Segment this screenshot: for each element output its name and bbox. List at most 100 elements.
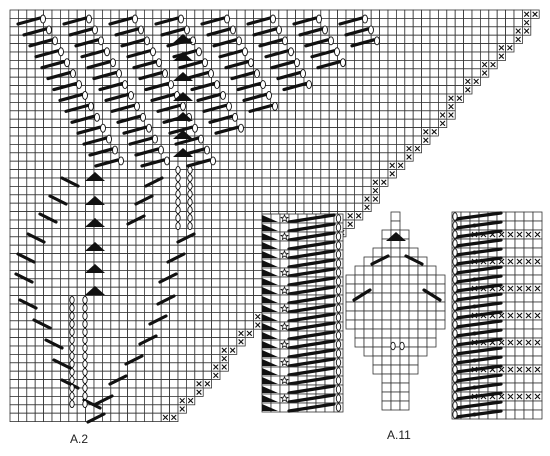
grid-cell: [387, 26, 397, 36]
diagonal-decrease-icon: [287, 285, 336, 296]
grid-cell: [211, 219, 221, 229]
grid-cell: [379, 110, 389, 120]
x-cross-icon: [414, 145, 421, 152]
grid-cell: [429, 9, 439, 19]
grid-cell: [227, 286, 238, 297]
grid-cell: [9, 152, 19, 162]
grid-cell: [244, 278, 254, 288]
grid-cell: [26, 412, 36, 423]
grid-cell: [43, 185, 53, 196]
grid-cell: [437, 9, 448, 19]
x-cross-icon: [480, 231, 487, 238]
grid-cell: [236, 135, 246, 145]
x-cross-icon: [534, 393, 541, 400]
grid-cell: [17, 169, 28, 179]
grid-cell: [143, 379, 154, 389]
diagonal-decrease-icon: [454, 238, 503, 248]
yarn-over-oval-icon: [187, 165, 193, 175]
x-cross-icon: [525, 393, 532, 400]
grid-cell: [244, 127, 254, 137]
grid-cell: [26, 362, 36, 372]
x-cross-icon: [406, 145, 412, 152]
grid-cell: [463, 43, 473, 53]
grid-cell: [421, 102, 431, 112]
grid-cell: [532, 382, 543, 393]
x-cross-icon: [490, 61, 496, 68]
grid-cell: [337, 194, 347, 204]
grid-cell: [169, 286, 179, 297]
grid-cell: [253, 278, 263, 288]
grid-cell: [9, 286, 19, 297]
grid-cell: [269, 135, 280, 145]
triangle-decrease-icon: [85, 172, 105, 181]
grid-cell: [395, 60, 406, 70]
diagonal-decrease-icon: [287, 330, 336, 341]
diagonal-decrease-icon: [282, 81, 308, 92]
grid-cell: [185, 328, 196, 339]
grid-cell: [185, 337, 196, 347]
grid-cell: [17, 412, 28, 423]
grid-cell: [118, 185, 128, 196]
grid-cell: [328, 68, 339, 78]
grid-cell: [202, 211, 212, 221]
grid-cell: [253, 303, 263, 313]
grid-cell: [51, 102, 61, 112]
yarn-over-oval-icon: [140, 112, 146, 122]
x-cross-icon: [246, 330, 253, 337]
grid-cell: [227, 244, 238, 254]
grid-cell: [127, 169, 137, 179]
x-cross-icon: [171, 414, 177, 421]
grid-cell: [143, 286, 154, 297]
grid-cell: [185, 269, 196, 280]
yarn-over-oval-icon: [214, 80, 220, 89]
grid-cell: [337, 135, 347, 145]
yarn-over-oval-icon: [98, 36, 104, 46]
diagonal-decrease-icon: [144, 81, 170, 92]
grid-cell: [160, 110, 170, 120]
grid-cell: [395, 93, 406, 103]
x-cross-icon: [480, 258, 487, 265]
x-cross-icon: [498, 53, 505, 59]
grid-cell: [118, 169, 128, 179]
grid-cell: [362, 127, 372, 137]
diagonal-decrease-icon: [218, 49, 244, 59]
grid-cell: [135, 43, 145, 53]
grid-cell: [286, 9, 297, 19]
grid-cell: [143, 202, 154, 212]
grid-cell: [523, 373, 534, 384]
diagonal-decrease-icon: [454, 220, 503, 230]
grid-cell: [26, 76, 36, 86]
grid-cell: [227, 269, 238, 280]
grid-cell: [505, 355, 516, 366]
grid-cell: [362, 102, 372, 112]
yarn-over-oval-icon: [202, 58, 208, 68]
grid-cell: [127, 370, 137, 381]
yarn-over-oval-icon: [88, 101, 94, 111]
grid-cell: [532, 328, 543, 339]
grid-cell: [244, 295, 254, 305]
grid-cell: [532, 355, 543, 366]
grid-cell: [185, 320, 196, 330]
diagonal-decrease-icon: [422, 288, 442, 302]
diagonal-decrease-icon: [40, 60, 66, 70]
grid-cell: [60, 160, 70, 170]
grid-cell: [390, 256, 401, 267]
grid-cell: [227, 311, 238, 322]
dot-icon: [472, 250, 477, 255]
x-cross-icon: [372, 196, 379, 202]
grid-cell: [253, 110, 263, 120]
grid-cell: [143, 395, 154, 406]
yarn-over-oval-icon: [82, 383, 88, 393]
diagonal-decrease-icon: [292, 16, 318, 26]
grid-cell: [523, 238, 534, 249]
grid-cell: [143, 17, 154, 28]
grid-cell: [127, 253, 137, 263]
yarn-over-oval-icon: [92, 25, 98, 35]
grid-cell: [379, 34, 389, 45]
grid-cell: [362, 135, 372, 145]
grid-cell: [152, 303, 162, 313]
grid-cell: [286, 143, 297, 154]
yarn-over-oval-icon: [452, 221, 458, 230]
diagonal-decrease-icon: [176, 232, 196, 244]
